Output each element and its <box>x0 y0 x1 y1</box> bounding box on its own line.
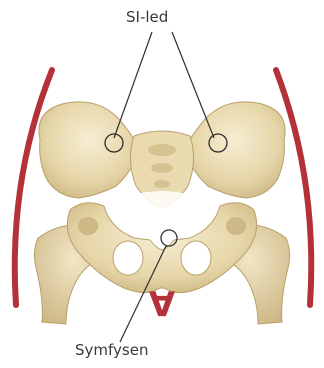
symphysis-label: Symfysen <box>75 341 148 359</box>
leader-line-right-si <box>172 32 214 138</box>
si-joint-label: SI-led <box>126 8 168 26</box>
leader-line-left-si <box>114 32 152 138</box>
center-red-symbol: ∀ <box>149 285 176 325</box>
